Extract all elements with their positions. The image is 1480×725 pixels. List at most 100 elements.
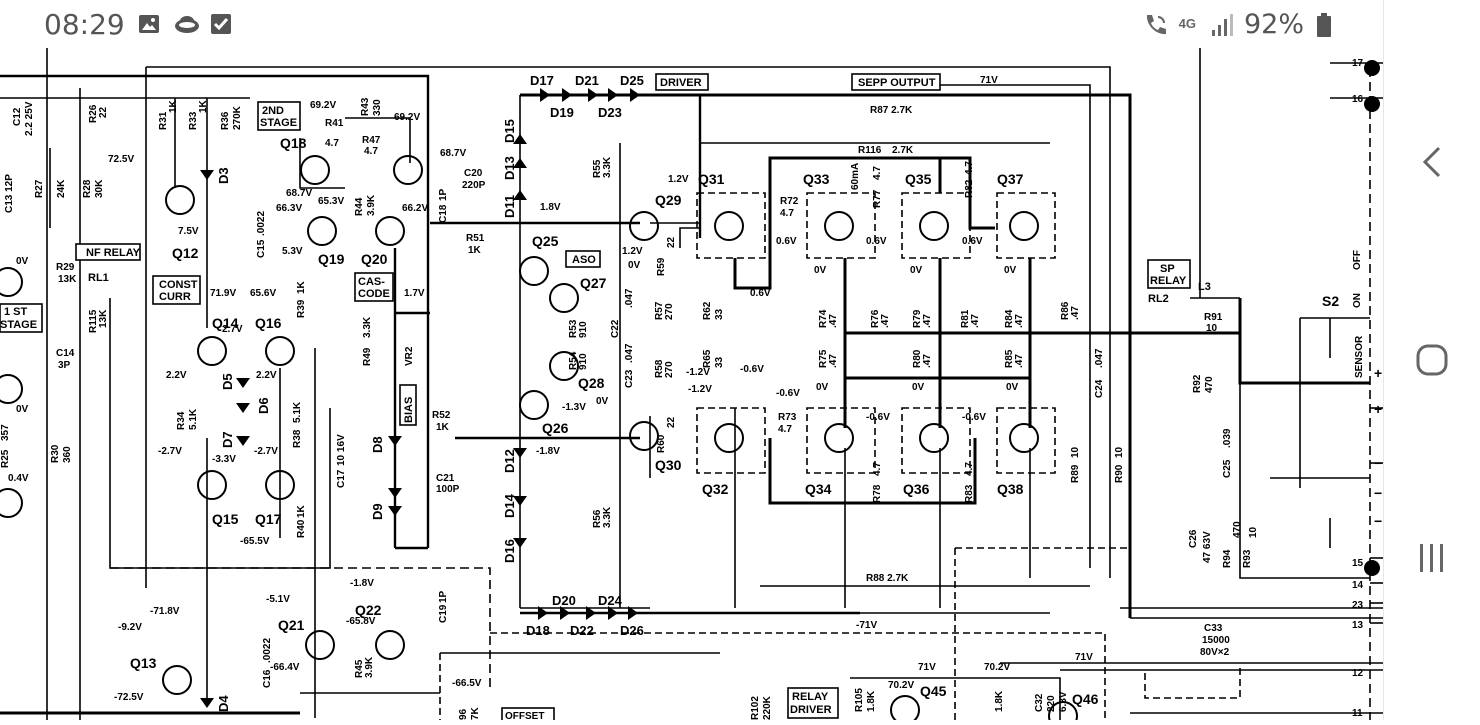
r92-label: R92 bbox=[1192, 374, 1203, 393]
r-offset-value: 7K bbox=[470, 706, 481, 720]
back-button[interactable] bbox=[1408, 138, 1456, 186]
rl1-label: RL1 bbox=[88, 272, 109, 284]
r73-label: R73 bbox=[778, 412, 797, 423]
voltage-neg-3-3: -3.3V bbox=[212, 454, 236, 465]
recents-icon bbox=[1420, 544, 1443, 572]
c33-label: C33 bbox=[1204, 623, 1223, 634]
r26-value: 22 bbox=[98, 106, 109, 118]
status-bar: 08:29 4G 92% bbox=[0, 0, 1384, 48]
voltage-0d: 0V bbox=[596, 396, 609, 407]
r86-value: .47 bbox=[1070, 306, 1081, 320]
voltage-0f: 0V bbox=[910, 265, 923, 276]
q35-label: Q35 bbox=[905, 171, 932, 187]
recents-button[interactable] bbox=[1408, 534, 1456, 582]
terminal-13: 13 bbox=[1352, 620, 1364, 631]
r60-label: R60 bbox=[656, 434, 667, 453]
r41-label: R41 bbox=[325, 118, 344, 129]
on-label: ON bbox=[1352, 293, 1363, 308]
r55-value: 3.3K bbox=[602, 156, 613, 178]
r25-label: R25 bbox=[0, 449, 11, 468]
q25-label: Q25 bbox=[532, 233, 559, 249]
rl2-label: RL2 bbox=[1148, 293, 1169, 305]
sign-minus-1: − bbox=[1374, 455, 1382, 471]
q36-label: Q36 bbox=[903, 481, 930, 497]
c23-label: C23 bbox=[624, 369, 635, 388]
voltage-0e: 0V bbox=[814, 265, 827, 276]
d9-label: D9 bbox=[370, 503, 385, 520]
r80-label: R80 bbox=[912, 349, 923, 368]
voltage-68-7b: 68.7V bbox=[440, 148, 466, 159]
r102-value: 220K bbox=[762, 695, 773, 720]
r115-label: R115 bbox=[88, 309, 99, 333]
r47-value: 4.7 bbox=[364, 146, 378, 157]
voltage-2-2a: 2.2V bbox=[166, 370, 187, 381]
r51-label: R51 bbox=[466, 233, 485, 244]
q12-label: Q12 bbox=[172, 245, 199, 261]
q46-label: Q46 bbox=[1072, 691, 1099, 707]
vr2-label: VR2 bbox=[404, 346, 415, 366]
r90-value: 10 bbox=[1114, 446, 1125, 458]
q26-label: Q26 bbox=[542, 420, 569, 436]
c32-label: C32 bbox=[1034, 693, 1045, 712]
voltage-1-8: 1.8V bbox=[540, 202, 561, 213]
second-stage-label: 2ND bbox=[262, 105, 284, 117]
d16-label: D16 bbox=[502, 539, 517, 563]
r26-label: R26 bbox=[88, 104, 99, 123]
d19-label: D19 bbox=[550, 105, 574, 120]
terminal-23: 23 bbox=[1352, 600, 1364, 611]
r28-label: R28 bbox=[82, 179, 93, 198]
c15-value: .0022 bbox=[256, 211, 267, 236]
voltage-0j: 0V bbox=[1006, 382, 1019, 393]
r36-value: 270K bbox=[232, 105, 243, 130]
r91-label: R91 bbox=[1204, 312, 1223, 323]
r38-label: R38 bbox=[292, 429, 303, 448]
r45-value: 3.9K bbox=[364, 656, 375, 678]
r84-value: .47 bbox=[1014, 314, 1025, 328]
r84-label: R84 bbox=[1004, 309, 1015, 328]
sepp-output-label: SEPP OUTPUT bbox=[858, 77, 936, 89]
c13-label: C13 12P bbox=[4, 174, 15, 213]
q33-current: 60mA bbox=[850, 163, 861, 190]
schematic-image[interactable]: NF RELAY 1 ST STAGE CONST CURR 2ND STAGE… bbox=[0, 48, 1384, 725]
voltage-2-2b: 2.2V bbox=[256, 370, 277, 381]
q17-label: Q17 bbox=[255, 511, 282, 527]
cascode-label: CAS- bbox=[358, 276, 385, 288]
r62-value: 33 bbox=[714, 308, 725, 320]
r40-value: 1K bbox=[296, 504, 307, 518]
r29-label: R29 bbox=[56, 262, 75, 273]
driver-label: DRIVER bbox=[660, 77, 702, 89]
l3-label: L3 bbox=[1198, 281, 1211, 293]
r25-value: 357 bbox=[0, 424, 11, 441]
r30-value: 360 bbox=[62, 446, 73, 463]
r41-value: 4.7 bbox=[325, 138, 339, 149]
q37-label: Q37 bbox=[997, 171, 1024, 187]
r60-value: 22 bbox=[666, 416, 677, 428]
r58-value: 270 bbox=[664, 361, 675, 378]
r80-value: .47 bbox=[922, 354, 933, 368]
c14-value: 3P bbox=[58, 360, 71, 371]
r53-value: 910 bbox=[578, 321, 589, 338]
voltage-69-2b: 69.2V bbox=[394, 112, 420, 123]
r52-value: 1K bbox=[436, 422, 450, 433]
voltage-70-2: 70.2V bbox=[984, 662, 1010, 673]
voltage-neg-65-8: -65.8V bbox=[346, 616, 376, 627]
r93-label: R93 bbox=[1242, 549, 1253, 568]
voltage-71a: 71V bbox=[980, 75, 998, 86]
r79-value: .47 bbox=[922, 314, 933, 328]
voltage-neg-0-6c: -0.6V bbox=[866, 412, 890, 423]
sign-minus-2: − bbox=[1374, 485, 1382, 501]
d6-label: D6 bbox=[256, 397, 271, 414]
c25-value: .039 bbox=[1222, 428, 1233, 448]
q33-label: Q33 bbox=[803, 171, 830, 187]
q32-label: Q32 bbox=[702, 481, 729, 497]
c12-value: 2.2 25V bbox=[24, 101, 35, 136]
home-button[interactable] bbox=[1408, 336, 1456, 384]
r65-label: R65 bbox=[702, 349, 713, 368]
r81-value: .47 bbox=[970, 314, 981, 328]
voltage-65-3: 65.3V bbox=[318, 196, 344, 207]
r116-label: R116 bbox=[858, 145, 882, 156]
d5-label: D5 bbox=[220, 373, 235, 390]
voltage-71b: 71V bbox=[918, 662, 936, 673]
c21-value: 100P bbox=[436, 484, 460, 495]
d3-label: D3 bbox=[216, 167, 231, 184]
